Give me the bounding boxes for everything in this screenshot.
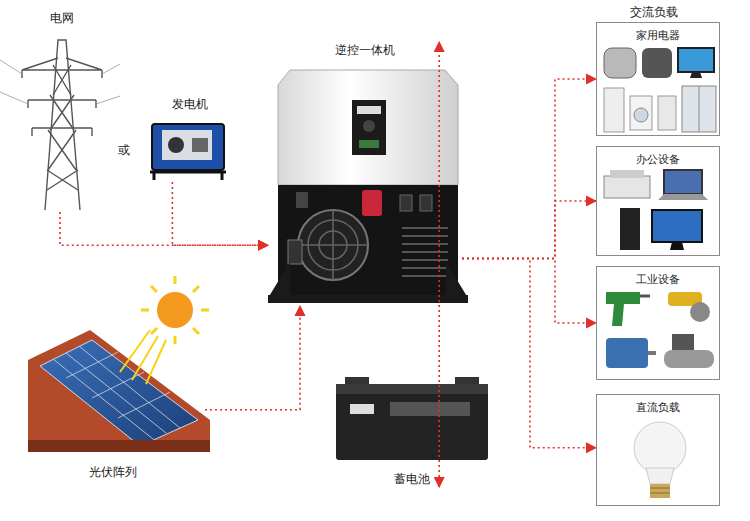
or-label: 或 xyxy=(116,142,132,158)
power-connector xyxy=(172,182,268,245)
node-label: 工业设备 xyxy=(634,271,682,287)
power-connector xyxy=(462,79,596,258)
power-connector xyxy=(462,258,596,447)
node-label: 电网 xyxy=(48,10,76,26)
power-connector xyxy=(438,42,440,487)
node-label: 办公设备 xyxy=(634,151,682,167)
inverter-unit xyxy=(268,70,468,303)
node-label: 发电机 xyxy=(170,96,210,112)
inverter-node: 逆控一体机 xyxy=(268,42,462,306)
power-pylon xyxy=(0,40,120,210)
solar-source: 光伏阵列 xyxy=(20,285,205,480)
generator xyxy=(150,124,226,180)
load-box: 家用电器 xyxy=(596,22,720,136)
node-label: 家用电器 xyxy=(634,27,682,43)
node-label: 直流负载 xyxy=(634,399,682,415)
grid-source: 电网 xyxy=(12,10,112,212)
battery xyxy=(336,377,488,460)
load-box-fill xyxy=(596,22,720,506)
load-box: 直流负载 xyxy=(596,394,720,506)
power-connector xyxy=(205,306,300,410)
node-label: 逆控一体机 xyxy=(333,42,397,58)
power-connector xyxy=(462,258,596,323)
node-label: 蓄电池 xyxy=(392,471,432,487)
power-connector xyxy=(60,212,268,245)
led-bulb xyxy=(634,422,686,498)
load-box: 办公设备 xyxy=(596,146,720,256)
power-connector xyxy=(462,201,596,258)
node-label: 光伏阵列 xyxy=(87,464,139,480)
solar-roof xyxy=(28,276,210,452)
battery-node: 蓄电池 xyxy=(332,372,492,487)
industrial-equipment xyxy=(606,292,714,368)
home-appliances xyxy=(604,48,716,132)
group-label: 交流负载 xyxy=(628,4,680,20)
generator-source: 发电机 xyxy=(148,96,232,182)
load-box: 工业设备 xyxy=(596,266,720,380)
office-equipment xyxy=(604,170,708,250)
